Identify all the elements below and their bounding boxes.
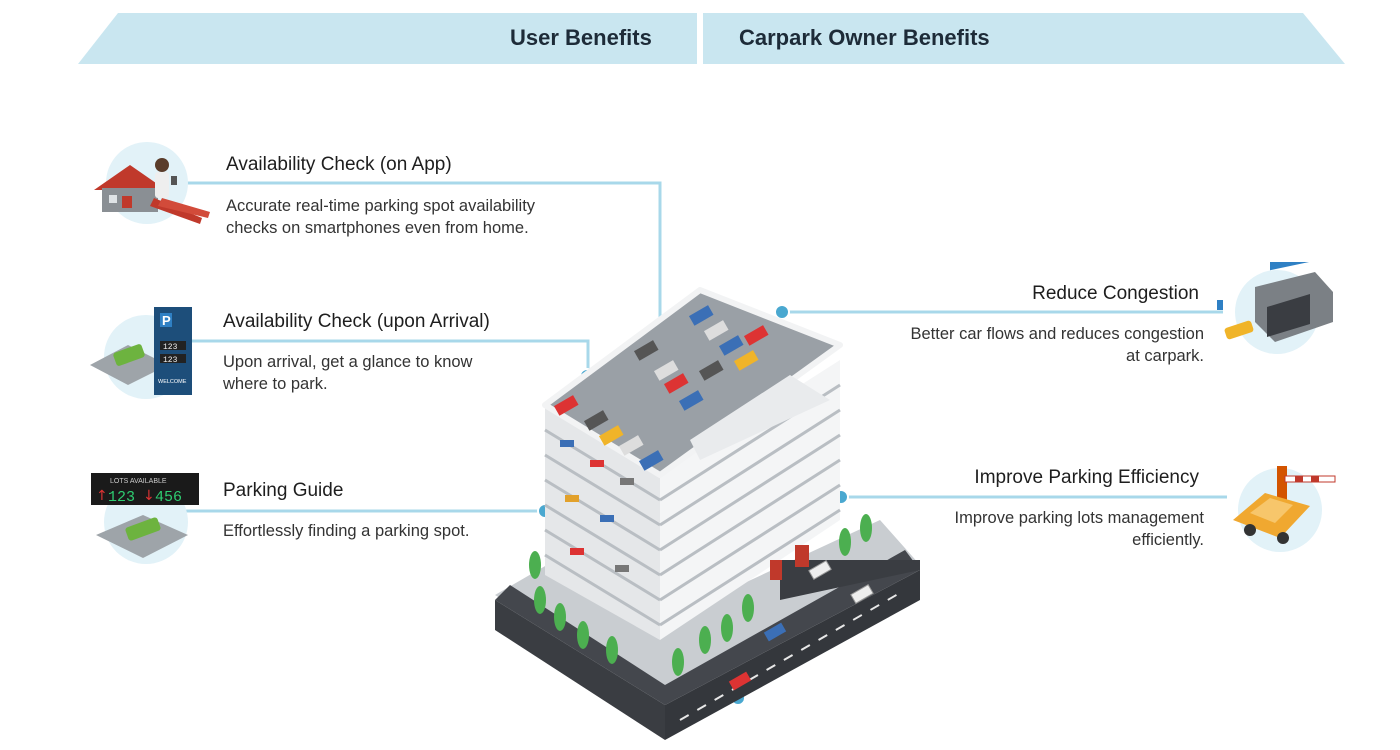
owner-benefits-heading: Carpark Owner Benefits [739,25,990,50]
desc-line: Upon arrival, get a glance to know [223,353,473,371]
desc-line: Better car flows and reduces congestion [910,325,1205,343]
benefit-desc-parking-guide: Effortlessly finding a parking spot. [223,520,469,542]
benefit-title-parking-efficiency: Improve Parking Efficiency [974,467,1199,488]
svg-text:↑: ↑ [96,488,108,504]
lots-available-sign-icon: LOTS AVAILABLE ↑ 123 ↓ 456 [91,473,199,564]
desc-line: Accurate real-time parking spot availabi… [226,197,536,215]
desc-line: checks on smartphones even from home. [226,219,529,237]
desc-line: Improve parking lots management [954,509,1204,527]
benefit-title-app-check: Availability Check (on App) [226,154,452,175]
benefit-desc-reduce-congestion: Better car flows and reduces congestion … [911,323,1205,367]
sign-count-down: 456 [155,489,182,506]
desc-line: at carpark. [1126,347,1204,365]
kiosk-value-2: 123 [163,356,178,365]
desc-line: Effortlessly finding a parking spot. [223,522,470,540]
barrier-car-icon [1233,466,1336,552]
kiosk-value-1: 123 [163,343,178,352]
benefit-desc-parking-efficiency: Improve parking lots management efficien… [955,507,1204,551]
benefit-desc-arrival-check: Upon arrival, get a glance to know where… [223,351,472,395]
parking-kiosk-icon: P 123 123 WELCOME [90,307,192,399]
carpark-gate-icon [1217,262,1333,354]
benefit-title-parking-guide: Parking Guide [223,480,344,501]
benefit-title-arrival-check: Availability Check (upon Arrival) [223,311,490,332]
svg-text:↓: ↓ [143,488,155,504]
benefit-desc-app-check: Accurate real-time parking spot availabi… [226,195,535,239]
desc-line: efficiently. [1132,531,1204,549]
header-banner [78,13,1345,64]
user-benefits-heading: User Benefits [510,25,652,50]
benefit-title-reduce-congestion: Reduce Congestion [1032,283,1199,304]
sign-count-up: 123 [108,489,135,506]
desc-line: where to park. [223,375,328,393]
house-person-icon [94,142,210,224]
kiosk-welcome: WELCOME [158,379,187,385]
parking-building-illustration [495,287,920,740]
sign-header: LOTS AVAILABLE [110,478,167,485]
kiosk-letter: P [162,313,171,328]
